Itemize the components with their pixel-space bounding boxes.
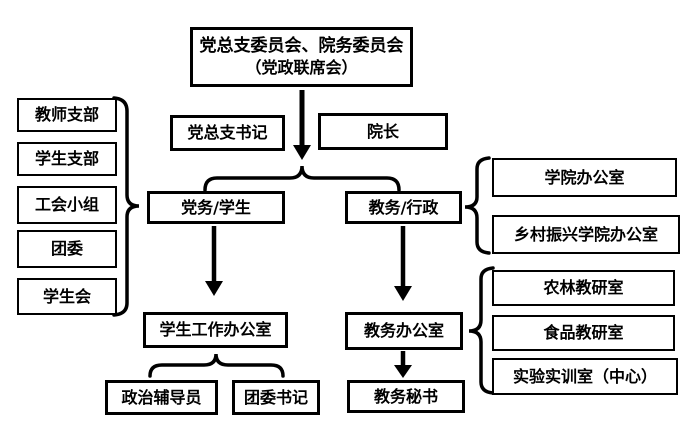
node-party-student: 党务/学生 (147, 191, 285, 224)
brace-student-affairs-split (148, 353, 285, 378)
node-top-committee: 党总支委员会、院务委员会 （党政联席会） (190, 27, 413, 87)
node-academic-office: 教务办公室 (345, 312, 463, 350)
arrow-academic-admin-down (394, 226, 412, 301)
node-left-group-item: 教师支部 (17, 98, 117, 132)
node-right-upper-item: 乡村振兴学院办公室 (492, 215, 680, 254)
node-left-group-item: 工会小组 (17, 186, 117, 224)
node-top-committee-label: 党总支委员会、院务委员会 （党政联席会） (200, 36, 404, 77)
node-right-lower-item: 农林教研室 (492, 270, 675, 306)
top-committee-line1: 党总支委员会、院务委员会 (199, 36, 404, 57)
node-left-group-item: 学生会 (17, 278, 117, 315)
arrow-academic-office-down (394, 351, 412, 378)
brace-right-lower-group (468, 266, 495, 395)
top-committee-line2: （党政联席会） (245, 57, 358, 77)
brace-left-group (112, 96, 140, 317)
node-right-lower-item: 食品教研室 (492, 315, 675, 351)
node-academic-secretary: 教务秘书 (347, 380, 465, 413)
node-dean: 院长 (318, 113, 448, 150)
brace-right-upper-group (464, 156, 491, 255)
node-league-secretary: 团委书记 (232, 380, 320, 415)
arrow-party-student-down (205, 226, 223, 296)
node-left-group-item: 学生支部 (17, 142, 117, 176)
node-right-lower-item: 实验实训室（中心） (492, 358, 678, 395)
node-party-secretary: 党总支书记 (170, 115, 285, 151)
node-political-counselor: 政治辅导员 (105, 380, 218, 415)
node-student-affairs-office: 学生工作办公室 (143, 312, 288, 348)
brace-split-top (203, 165, 401, 192)
arrow-top-to-split (293, 90, 311, 160)
node-right-upper-item: 学院办公室 (492, 158, 677, 197)
node-left-group-item: 团委 (17, 230, 117, 268)
node-academic-admin: 教务/行政 (345, 191, 462, 224)
